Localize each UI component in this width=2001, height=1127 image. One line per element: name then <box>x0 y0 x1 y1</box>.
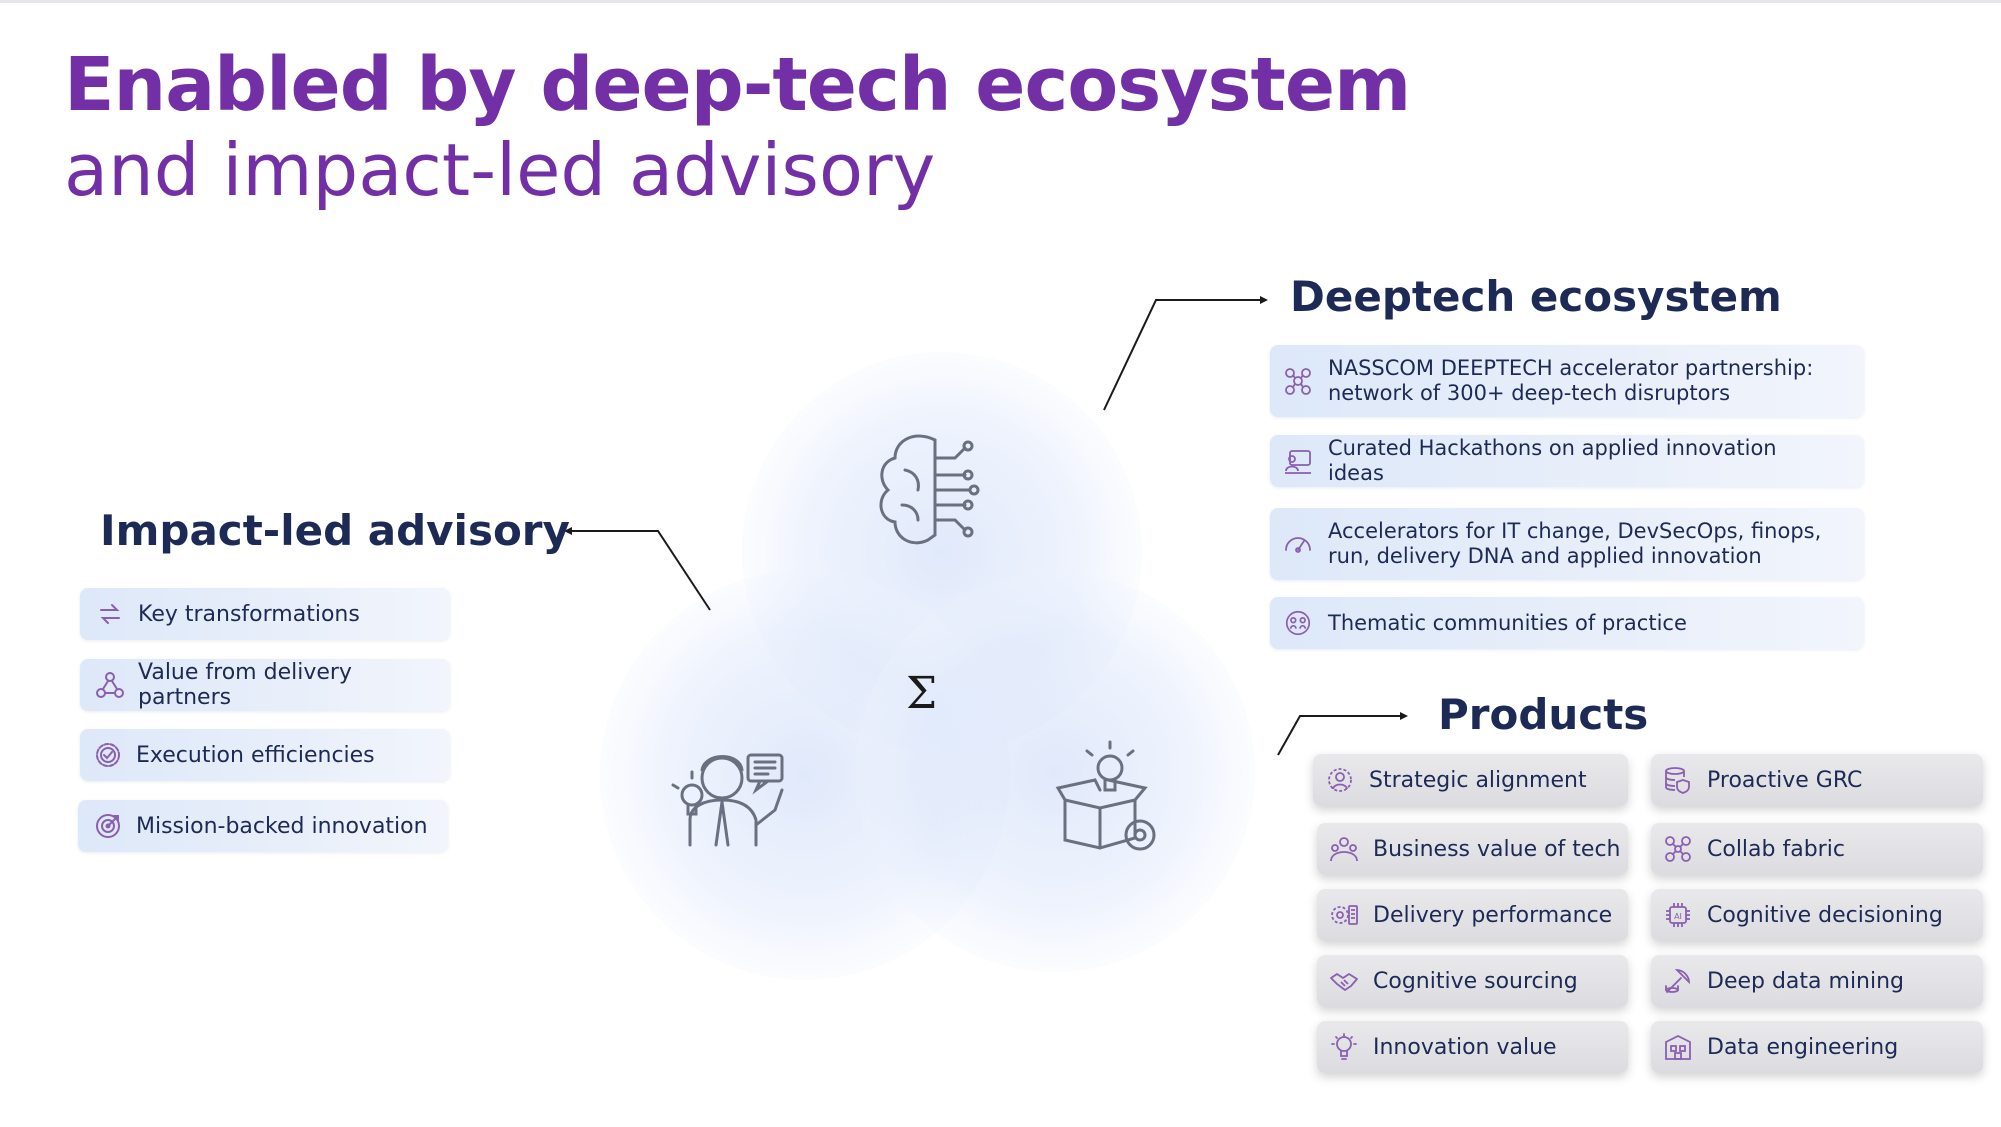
collaboration-icon <box>1663 834 1693 864</box>
product-label: Deep data mining <box>1707 968 1905 994</box>
connector-products <box>1277 715 1402 756</box>
product-label: Strategic alignment <box>1369 767 1587 793</box>
ecosystem-item-text: Curated Hackathons on applied innovation… <box>1328 436 1777 486</box>
venn-circle-right <box>855 572 1255 972</box>
ai-chip-icon: AI <box>1663 900 1693 930</box>
ecosystem-item-accelerators: Accelerators for IT change, DevSecOps, f… <box>1270 508 1864 580</box>
product-label: Business value of tech <box>1373 836 1621 862</box>
advisory-item-mission-innovation: Mission-backed innovation <box>78 800 448 852</box>
svg-text:AI: AI <box>1674 912 1682 921</box>
arrowhead-advisory <box>564 527 572 535</box>
lightbulb-icon <box>1329 1032 1359 1062</box>
ecosystem-item-text: NASSCOM DEEPTECH accelerator partnership… <box>1328 356 1813 406</box>
ecosystem-heading: Deeptech ecosystem <box>1290 272 1782 321</box>
alignment-icon <box>1325 765 1355 795</box>
network-icon <box>1282 365 1314 397</box>
product-data-engineering: Data engineering <box>1651 1021 1983 1073</box>
top-divider <box>0 0 2001 3</box>
advisory-item-label: Value from delivery partners <box>138 660 352 710</box>
exchange-arrows-icon <box>96 600 124 628</box>
ecosystem-item-line: Thematic communities of practice <box>1328 610 1687 635</box>
product-label: Data engineering <box>1707 1034 1899 1060</box>
connector-advisory <box>566 530 711 611</box>
ecosystem-item-line: ideas <box>1328 461 1384 485</box>
ecosystem-item-text: Thematic communities of practice <box>1328 611 1687 636</box>
product-label: Proactive GRC <box>1707 767 1863 793</box>
advisory-item-label: Mission-backed innovation <box>136 813 428 839</box>
advisory-item-delivery-partners: Value from delivery partners <box>80 659 450 711</box>
mining-icon <box>1663 966 1693 996</box>
target-icon <box>94 812 122 840</box>
product-business-value: Business value of tech <box>1317 823 1628 875</box>
products-heading: Products <box>1438 690 1649 739</box>
page-title: Enabled by deep-tech ecosystem and impac… <box>64 42 1411 212</box>
title-line-1: Enabled by deep-tech ecosystem <box>64 42 1411 128</box>
advisory-item-key-transformations: Key transformations <box>80 588 450 640</box>
arrowhead-products <box>1400 712 1408 720</box>
product-label: Collab fabric <box>1707 836 1845 862</box>
arrowhead-ecosystem <box>1260 296 1268 304</box>
network-people-icon <box>96 671 124 699</box>
ecosystem-item-text: Accelerators for IT change, DevSecOps, f… <box>1328 519 1821 569</box>
advisory-item-label: Key transformations <box>138 601 360 627</box>
product-label: Cognitive decisioning <box>1707 902 1943 928</box>
product-label: Cognitive sourcing <box>1373 968 1578 994</box>
team-value-icon <box>1329 834 1359 864</box>
advisory-heading: Impact-led advisory <box>100 506 570 555</box>
product-label: Innovation value <box>1373 1034 1557 1060</box>
ecosystem-item-hackathons: Curated Hackathons on applied innovation… <box>1270 435 1864 487</box>
ecosystem-item-line: NASSCOM DEEPTECH accelerator partnership… <box>1328 356 1814 380</box>
product-strategic-alignment: Strategic alignment <box>1313 754 1628 806</box>
community-icon <box>1282 607 1314 639</box>
ecosystem-item-line: network of 300+ deep-tech disruptors <box>1328 381 1731 405</box>
advisory-item-label: Execution efficiencies <box>136 742 375 768</box>
speedometer-icon <box>1282 528 1314 560</box>
product-proactive-grc: Proactive GRC <box>1651 754 1983 806</box>
presenter-icon <box>1282 445 1314 477</box>
building-data-icon <box>1663 1032 1693 1062</box>
brain-circuit-icon <box>879 434 980 545</box>
product-deep-data-mining: Deep data mining <box>1651 955 1983 1007</box>
ecosystem-item-line: Curated Hackathons on applied innovation <box>1328 436 1777 460</box>
connector-ecosystem <box>1103 299 1262 411</box>
gear-check-icon <box>94 741 122 769</box>
venn-center-symbol: Σ <box>906 668 938 719</box>
ecosystem-item-line: run, delivery DNA and applied innovation <box>1328 544 1762 568</box>
handshake-icon <box>1329 966 1359 996</box>
ecosystem-item-nasscom: NASSCOM DEEPTECH accelerator partnership… <box>1270 345 1864 417</box>
database-shield-icon <box>1663 765 1693 795</box>
product-cognitive-decisioning: AI Cognitive decisioning <box>1651 889 1983 941</box>
advisor-person-icon <box>671 753 784 847</box>
ecosystem-item-line: Accelerators for IT change, DevSecOps, f… <box>1328 519 1822 543</box>
product-cognitive-sourcing: Cognitive sourcing <box>1317 955 1628 1007</box>
product-label: Delivery performance <box>1373 902 1613 928</box>
product-delivery-performance: Delivery performance <box>1317 889 1628 941</box>
advisory-item-execution-efficiencies: Execution efficiencies <box>80 729 450 781</box>
title-line-2: and impact-led advisory <box>64 128 936 212</box>
performance-icon <box>1329 900 1359 930</box>
product-collab-fabric: Collab fabric <box>1651 823 1983 875</box>
product-box-icon <box>1055 740 1156 851</box>
ecosystem-item-communities: Thematic communities of practice <box>1270 597 1864 649</box>
product-innovation-value: Innovation value <box>1317 1021 1628 1073</box>
